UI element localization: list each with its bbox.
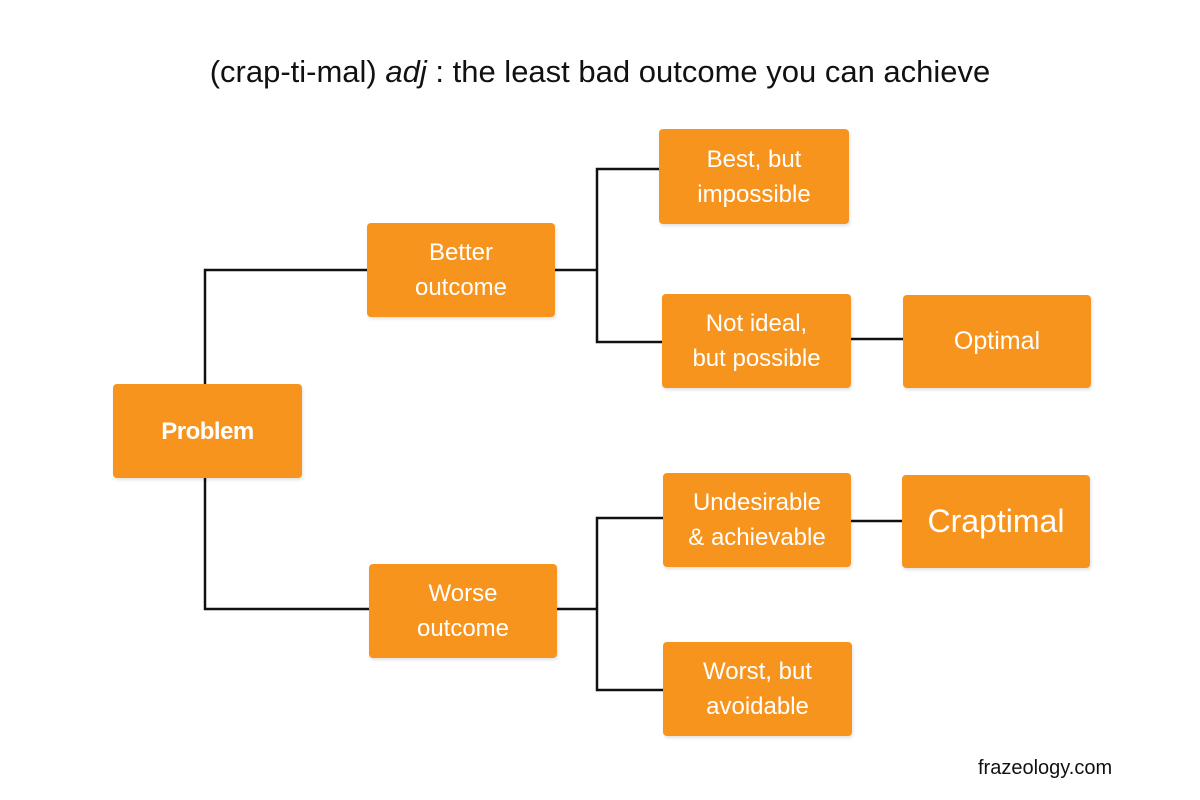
node-label: Worst, but	[703, 658, 812, 685]
connector-worse-branches	[595, 516, 663, 692]
source-credit: frazeology.com	[978, 757, 1113, 779]
node-optimal: Optimal	[903, 295, 1091, 388]
node-label: & achievable	[688, 524, 826, 551]
node-worst-but-avoidable: Worst, but avoidable	[663, 642, 852, 736]
node-not-ideal-but-possible: Not ideal, but possible	[662, 294, 851, 388]
node-label: outcome	[416, 615, 510, 642]
title-pos: adj	[385, 54, 427, 89]
node-problem: Problem	[113, 384, 302, 478]
node-label: Optimal	[953, 327, 1041, 355]
node-label: Not ideal,	[705, 310, 808, 337]
connector-better-branches	[595, 167, 662, 344]
connector-problem-worse	[203, 478, 369, 611]
node-label: Undesirable	[692, 489, 822, 516]
node-label: avoidable	[706, 693, 809, 720]
node-label: Better	[428, 239, 494, 266]
title-word: (crap-ti-mal)	[209, 54, 377, 89]
node-better-outcome: Better outcome	[367, 223, 555, 317]
diagram-title: (crap-ti-mal) adj : the least bad outcom…	[0, 54, 1200, 90]
node-label: Problem	[161, 417, 254, 445]
node-craptimal: Craptimal	[902, 475, 1090, 568]
node-label: impossible	[697, 180, 811, 208]
node-label: Craptimal	[927, 503, 1065, 539]
title-definition: : the least bad outcome you can achieve	[435, 54, 991, 89]
node-best-but-impossible: Best, but impossible	[659, 129, 849, 224]
node-label: but possible	[692, 345, 821, 372]
node-label: outcome	[414, 274, 508, 301]
node-worse-outcome: Worse outcome	[369, 564, 557, 658]
connector-problem-better	[203, 268, 367, 384]
node-undesirable-achievable: Undesirable & achievable	[663, 473, 851, 567]
node-label: Best, but	[706, 145, 802, 173]
node-label: Worse	[428, 580, 498, 607]
